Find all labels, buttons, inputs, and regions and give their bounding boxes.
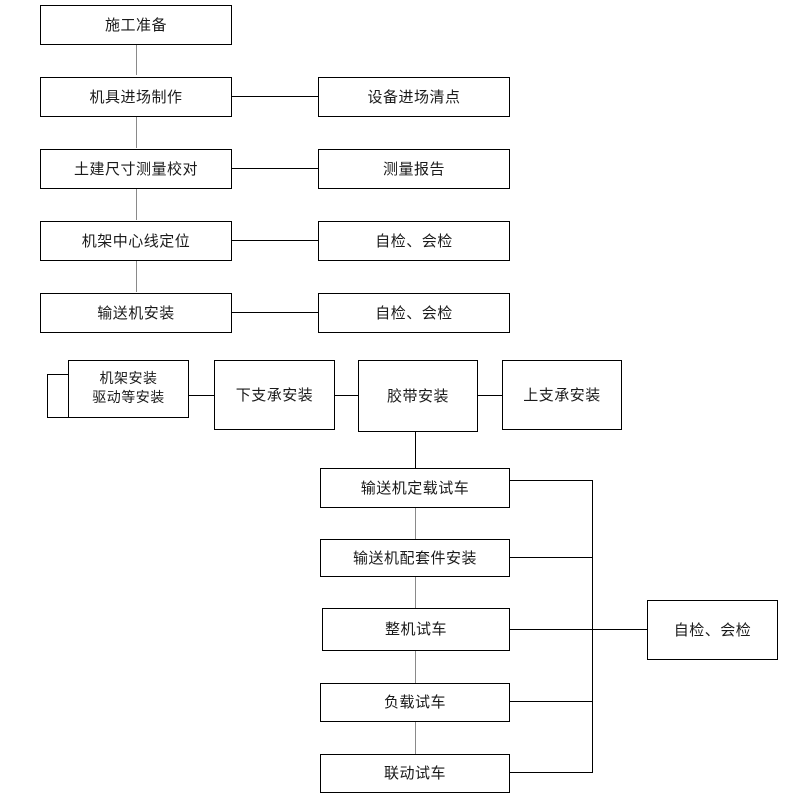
node-label: 土建尺寸测量校对 xyxy=(73,159,198,178)
node-conveyor-installation[interactable]: 输送机安装 xyxy=(40,293,232,333)
connector-n3-s2 xyxy=(232,168,318,169)
node-label: 机架安装 驱动等安装 xyxy=(92,371,165,406)
connector-n5-s4 xyxy=(232,312,318,313)
connector-m3-b1 xyxy=(415,432,416,468)
node-label: 施工准备 xyxy=(104,15,167,34)
node-label: 输送机安装 xyxy=(97,303,175,322)
node-label: 自检、会检 xyxy=(375,303,453,322)
node-conveyor-accessory-installation[interactable]: 输送机配套件安装 xyxy=(320,539,510,577)
connector-n3-n4 xyxy=(136,189,137,220)
node-label: 输送机定载试车 xyxy=(360,478,470,497)
connector-n1-n2 xyxy=(136,45,137,75)
node-construction-preparation[interactable]: 施工准备 xyxy=(40,5,232,45)
connector-b3-b4 xyxy=(415,651,416,683)
node-label: 自检、会检 xyxy=(673,620,752,639)
connector-b2-b3 xyxy=(415,571,416,608)
connector-bus-inspection xyxy=(592,629,647,630)
node-upper-bearing-installation[interactable]: 上支承安装 xyxy=(502,360,622,430)
connector-b4-bus xyxy=(510,701,593,702)
connector-n2-n3 xyxy=(136,117,137,148)
node-label: 输送机配套件安装 xyxy=(352,548,477,567)
node-self-inspection-2[interactable]: 自检、会检 xyxy=(318,293,510,333)
node-tool-entry-fabrication[interactable]: 机具进场制作 xyxy=(40,77,232,117)
node-survey-report[interactable]: 测量报告 xyxy=(318,149,510,189)
node-load-test[interactable]: 负载试车 xyxy=(320,683,510,722)
connector-b1-bus xyxy=(510,480,593,481)
node-label: 负载试车 xyxy=(383,693,446,712)
connector-b4-b5 xyxy=(415,722,416,754)
node-equipment-entry-inventory[interactable]: 设备进场清点 xyxy=(318,77,510,117)
connector-m2-m3 xyxy=(335,395,358,396)
node-civil-dimension-survey[interactable]: 土建尺寸测量校对 xyxy=(40,149,232,189)
inspection-bus-line xyxy=(592,480,593,773)
node-lower-bearing-installation[interactable]: 下支承安装 xyxy=(214,360,335,430)
connector-b1-b2 xyxy=(415,508,416,539)
connector-n4-s3 xyxy=(232,240,318,241)
connector-b2-bus xyxy=(510,557,593,558)
node-self-inspection-joint-inspection[interactable]: 自检、会检 xyxy=(647,600,778,660)
connector-b5-bus xyxy=(510,772,593,773)
node-label: 测量报告 xyxy=(382,159,445,178)
node-label: 联动试车 xyxy=(383,764,446,783)
connector-n2-s1 xyxy=(232,96,318,97)
node-conveyor-rated-load-test[interactable]: 输送机定载试车 xyxy=(320,468,510,508)
node-label: 机架中心线定位 xyxy=(81,231,191,250)
connector-m3-m4 xyxy=(478,395,502,396)
node-frame-centerline-positioning[interactable]: 机架中心线定位 xyxy=(40,221,232,261)
node-belt-installation[interactable]: 胶带安装 xyxy=(358,360,478,432)
node-whole-machine-test[interactable]: 整机试车 xyxy=(322,608,510,651)
connector-m1-m2 xyxy=(168,395,214,396)
node-label: 上支承安装 xyxy=(523,385,601,404)
node-label: 设备进场清点 xyxy=(367,87,461,106)
connector-n4-n5 xyxy=(136,261,137,292)
node-label: 下支承安装 xyxy=(235,385,314,404)
node-label: 机具进场制作 xyxy=(89,87,183,106)
node-label: 自检、会检 xyxy=(375,231,453,250)
node-label: 胶带安装 xyxy=(386,386,449,405)
node-frame-and-drive-installation[interactable]: 机架安装 驱动等安装 xyxy=(68,360,189,418)
node-self-inspection-1[interactable]: 自检、会检 xyxy=(318,221,510,261)
node-linkage-test[interactable]: 联动试车 xyxy=(320,754,510,793)
connector-b3-bus xyxy=(510,629,593,630)
node-label: 整机试车 xyxy=(384,620,447,639)
